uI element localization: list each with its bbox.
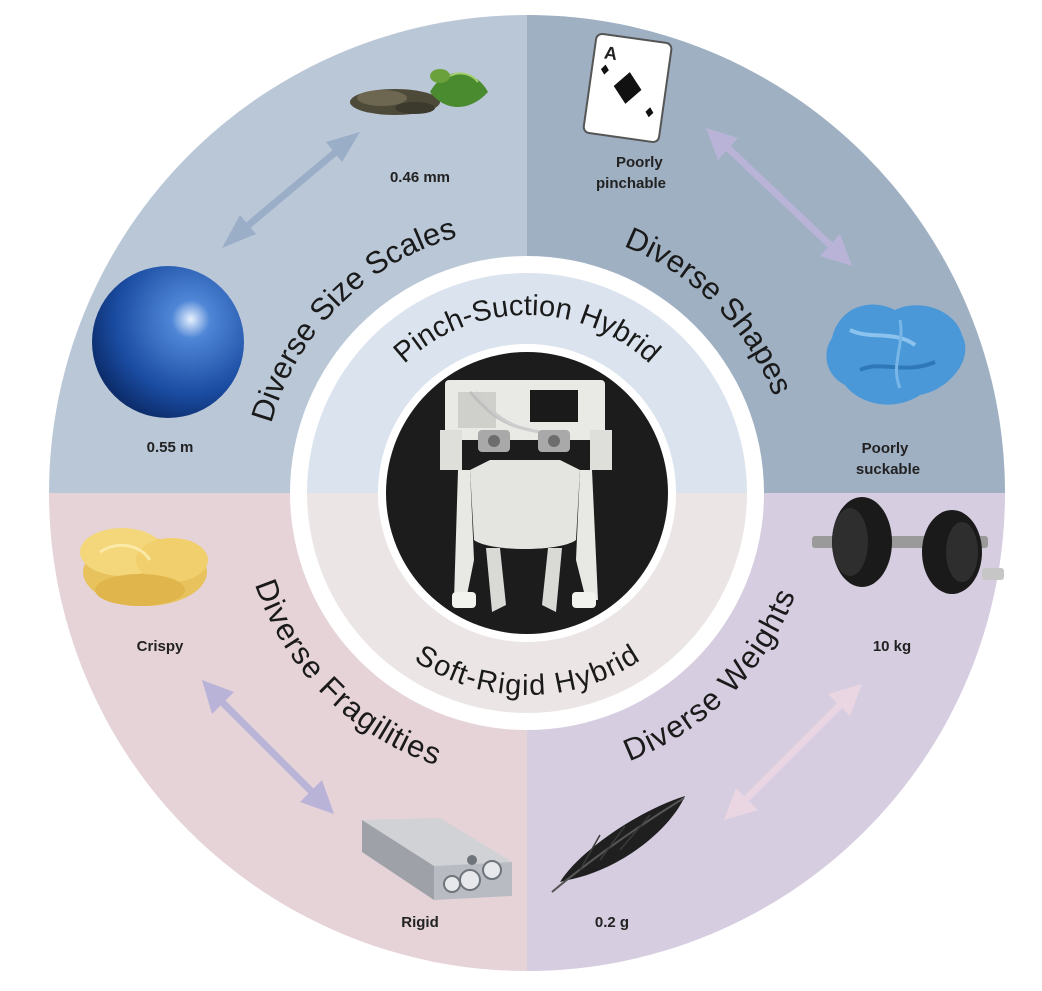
playing-card-icon: A — [582, 32, 673, 143]
arrow-weight — [724, 684, 862, 820]
label-poorly-suckable-line2: suckable — [856, 461, 920, 478]
label-poorly-suckable-line1: Poorly — [862, 440, 909, 457]
label-rigid: Rigid — [401, 914, 439, 931]
aluminum-profile-icon — [362, 818, 512, 900]
arrow-size — [222, 132, 360, 248]
label-heavy-weight: 10 kg — [873, 638, 911, 655]
label-large-size: 0.55 m — [147, 439, 194, 456]
label-light-weight: 0.2 g — [595, 914, 629, 931]
label-poorly-pinchable-line1: Poorly — [616, 154, 663, 171]
gripper-photo-icon — [440, 380, 612, 612]
label-crispy: Crispy — [137, 638, 184, 655]
cloth-icon — [826, 304, 966, 405]
svg-text:A: A — [603, 42, 619, 64]
arrow-fragility — [202, 680, 334, 814]
label-small-size: 0.46 mm — [390, 169, 450, 186]
tea-leaves-icon — [350, 69, 488, 115]
arrow-shape — [706, 128, 852, 266]
blue-ball-icon — [92, 266, 244, 418]
potato-chips-icon — [80, 528, 208, 606]
feather-icon — [551, 796, 685, 893]
dumbbell-icon — [812, 497, 1004, 594]
label-poorly-pinchable-line2: pinchable — [596, 175, 666, 192]
